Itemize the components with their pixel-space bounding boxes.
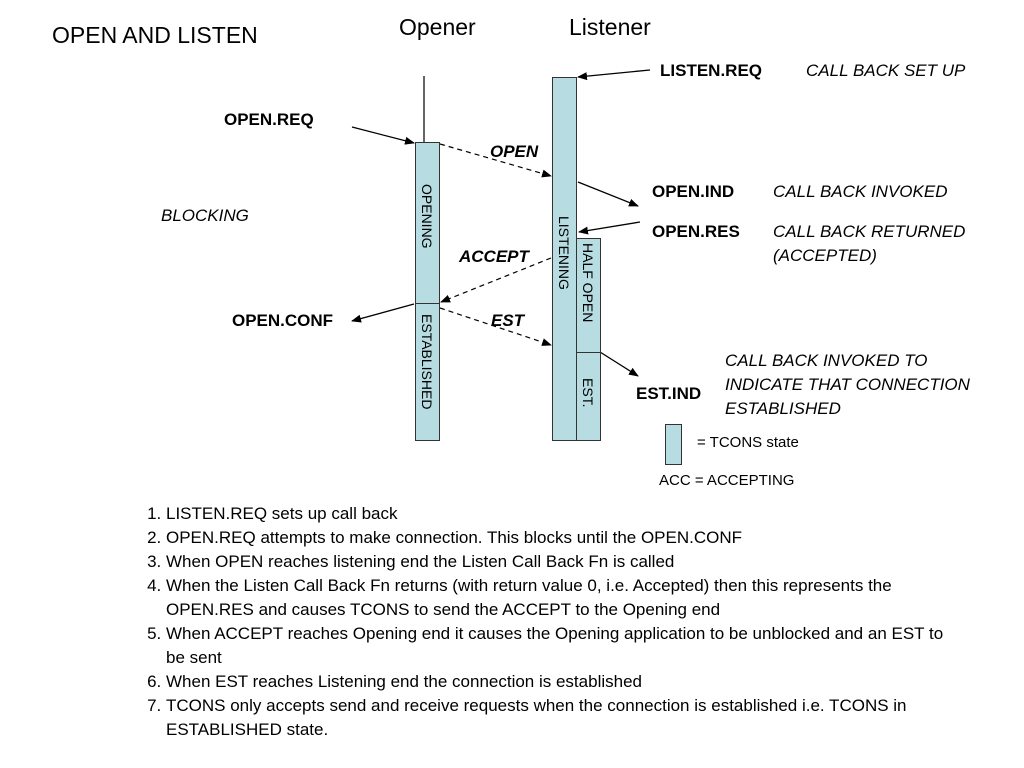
est-ind-label: EST.IND <box>636 384 702 403</box>
listener-header: Listener <box>569 14 651 40</box>
est-state-label: EST. <box>580 378 596 408</box>
list-item: When ACCEPT reaches Opening end it cause… <box>166 622 956 670</box>
open-message-arrow <box>439 143 552 178</box>
open-conf-arrow <box>351 303 415 323</box>
accept-message-label: ACCEPT <box>459 247 529 266</box>
list-item: OPEN.REQ attempts to make connection. Th… <box>166 526 956 550</box>
list-item: When the Listen Call Back Fn returns (wi… <box>166 574 956 622</box>
callback-returned-note: CALL BACK RETURNED <box>773 222 966 241</box>
open-req-arrow <box>351 126 415 145</box>
blocking-note: BLOCKING <box>161 206 249 225</box>
callback-setup-note: CALL BACK SET UP <box>806 61 966 80</box>
open-res-label: OPEN.RES <box>652 222 740 241</box>
callback-invoked-note: CALL BACK INVOKED <box>773 182 948 201</box>
list-item: When OPEN reaches listening end the List… <box>166 550 956 574</box>
page-title: OPEN AND LISTEN <box>52 22 258 48</box>
callback-est-note-3: ESTABLISHED <box>725 399 841 418</box>
list-item: LISTEN.REQ sets up call back <box>166 502 956 526</box>
est-message-arrow <box>439 307 552 346</box>
accept-message-arrow <box>440 257 552 303</box>
legend-swatch <box>665 424 682 465</box>
established-state-bar <box>415 303 440 441</box>
open-conf-label: OPEN.CONF <box>232 311 334 330</box>
listen-req-arrow <box>577 69 651 81</box>
callback-est-note-2: INDICATE THAT CONNECTION <box>725 375 970 394</box>
callback-est-note-1: CALL BACK INVOKED TO <box>725 351 928 370</box>
est-message-label: EST <box>491 311 525 330</box>
opener-header: Opener <box>399 14 476 40</box>
open-req-label: OPEN.REQ <box>224 110 314 129</box>
est-ind-arrow <box>599 351 639 377</box>
half-open-state-label: HALF OPEN <box>580 243 596 323</box>
open-res-arrow <box>578 221 641 235</box>
listening-state-bar <box>552 77 577 441</box>
list-item: TCONS only accepts send and receive requ… <box>166 694 956 742</box>
opening-state-bar <box>415 142 440 304</box>
legend-tcons-state: = TCONS state <box>697 434 799 451</box>
open-ind-label: OPEN.IND <box>652 182 735 201</box>
notes-list: LISTEN.REQ sets up call back OPEN.REQ at… <box>128 502 956 742</box>
open-message-label: OPEN <box>490 142 539 161</box>
legend-acc: ACC = ACCEPTING <box>659 472 795 489</box>
listening-state-label: LISTENING <box>556 216 572 290</box>
callback-returned-note-2: (ACCEPTED) <box>773 246 877 265</box>
half-open-state-bar <box>576 238 601 353</box>
listen-req-label: LISTEN.REQ <box>660 61 763 80</box>
list-item: When EST reaches Listening end the conne… <box>166 670 956 694</box>
opening-state-label: OPENING <box>419 184 435 249</box>
open-ind-arrow <box>577 181 639 207</box>
established-state-label: ESTABLISHED <box>419 314 435 410</box>
est-state-bar <box>576 352 601 441</box>
